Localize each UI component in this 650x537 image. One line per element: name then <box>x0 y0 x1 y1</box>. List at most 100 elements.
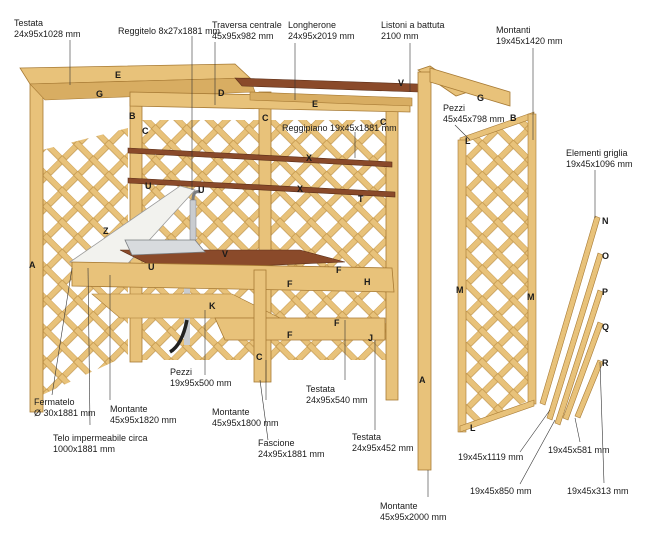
label-testata-452-dim: 24x95x452 mm <box>352 442 414 453</box>
label-montante-mid: Montante 45x95x1800 mm <box>212 407 279 428</box>
letter-r: R <box>602 358 609 368</box>
sink <box>124 239 206 256</box>
letter-m2: M <box>527 292 535 302</box>
label-pezzi-mid-name: Pezzi <box>170 367 193 377</box>
roof-batten-y <box>234 77 419 93</box>
letter-q: Q <box>602 322 609 332</box>
label-dim-850: 19x45x850 mm <box>470 486 532 497</box>
label-longherone: Longherone 24x95x2019 mm <box>288 20 355 41</box>
label-montante-left-name: Montante <box>110 404 148 414</box>
label-reggipiano: Reggipiano 19x45x1881 mm <box>282 123 397 134</box>
letter-b: B <box>129 111 136 121</box>
label-testata-540: Testata 24x95x540 mm <box>306 384 368 405</box>
label-dim-581: 19x45x581 mm <box>548 445 610 456</box>
label-telo: Telo impermeabile circa 1000x1881 mm <box>53 433 148 454</box>
letter-z: Z <box>103 226 109 236</box>
letter-k: K <box>209 301 216 311</box>
leader-lines <box>51 36 605 497</box>
label-testata-540-name: Testata <box>306 384 336 394</box>
letter-j: J <box>368 333 373 343</box>
label-reggitelo-text: Reggitelo 8x27x1881 mm <box>118 26 221 36</box>
post-front-a <box>29 81 44 413</box>
label-traversa-name: Traversa centrale <box>212 20 282 30</box>
label-montante-bottom-name: Montante <box>380 501 418 511</box>
letter-l1: L <box>465 136 471 146</box>
panel-lattice-fill <box>462 118 530 430</box>
label-fasciane: Fascione 24x95x1881 mm <box>258 438 325 459</box>
front-frame-u <box>71 261 395 293</box>
label-elementi-griglia-dim: 19x45x1096 mm <box>566 158 633 169</box>
slat-q <box>562 321 604 421</box>
letter-p: P <box>602 287 608 297</box>
label-montante-left: Montante 45x95x1820 mm <box>110 404 177 425</box>
letter-m1: M <box>456 285 464 295</box>
letter-g: G <box>96 89 103 99</box>
label-telo-name: Telo impermeabile circa <box>53 433 148 443</box>
letter-f4: F <box>287 330 293 340</box>
letter-v: V <box>222 249 228 259</box>
roof-longeron-e2 <box>249 91 413 107</box>
label-pezzi-top-name: Pezzi <box>443 103 466 113</box>
label-dim-581-text: 19x45x581 mm <box>548 445 610 455</box>
label-fasciane-name: Fascione <box>258 438 295 448</box>
letter-x1: X <box>306 153 312 163</box>
label-longherone-name: Longherone <box>288 20 337 30</box>
label-montanti-right-name: Montanti <box>496 25 531 35</box>
label-dim-313: 19x45x313 mm <box>567 486 629 497</box>
label-testata-540-dim: 24x95x540 mm <box>306 394 368 405</box>
letter-a1: A <box>29 260 36 270</box>
label-listoni-dim: 2100 mm <box>381 30 419 41</box>
label-reggitelo: Reggitelo 8x27x1881 mm <box>118 26 220 37</box>
label-pezzi-mid-dim: 19x95x500 mm <box>170 377 232 388</box>
post-front-c <box>253 269 267 383</box>
letter-s: T <box>358 194 364 204</box>
letter-a2: A <box>419 375 426 385</box>
label-montante-mid-name: Montante <box>212 407 250 417</box>
label-telo-dim: 1000x1881 mm <box>53 443 116 454</box>
part-letters: E G D E V B C C C X X U U T Z V U F H F … <box>29 70 609 433</box>
label-traversa-dim: 45x95x982 mm <box>212 30 274 41</box>
label-elementi-griglia: Elementi griglia 19x45x1096 mm <box>566 148 633 169</box>
letter-f1: F <box>336 265 342 275</box>
label-elementi-griglia-name: Elementi griglia <box>566 148 628 158</box>
letter-n: N <box>602 216 609 226</box>
letter-f2: F <box>287 279 293 289</box>
label-testata-top-dim: 24x95x1028 mm <box>14 28 81 39</box>
label-testata-452-name: Testata <box>352 432 382 442</box>
letter-t1: U <box>145 181 152 191</box>
letter-t2: U <box>198 185 205 195</box>
label-dim-850-text: 19x45x850 mm <box>470 486 532 496</box>
label-fermatelo: Fermatelo Ø 30x1881 mm <box>34 397 96 418</box>
lower-boards-f <box>214 317 386 341</box>
letter-c2: C <box>262 113 269 123</box>
label-dim-313-text: 19x45x313 mm <box>567 486 629 496</box>
label-montante-bottom: Montante 45x95x2000 mm <box>380 501 447 522</box>
panel-frame-m-right <box>527 113 537 405</box>
label-fermatelo-name: Fermatelo <box>34 397 75 407</box>
letter-u: U <box>148 262 155 272</box>
label-fermatelo-dim: Ø 30x1881 mm <box>34 407 96 418</box>
slat-p <box>554 289 604 426</box>
label-traversa: Traversa centrale 45x95x982 mm <box>212 20 282 41</box>
slat-r <box>574 359 604 419</box>
post-back-c2 <box>385 99 399 401</box>
label-dim-1119-text: 19x45x1119 mm <box>458 452 524 462</box>
lattice-panel-exploded <box>457 111 537 433</box>
letter-c3: C <box>380 117 387 127</box>
letter-g2: G <box>477 93 484 103</box>
letter-h: H <box>364 277 371 287</box>
label-testata-top: Testata 24x95x1028 mm <box>14 18 81 39</box>
beam-g-right <box>429 67 511 107</box>
shelf-x-upper <box>127 147 393 168</box>
main-structure <box>19 63 419 413</box>
letter-f3: F <box>334 318 340 328</box>
letter-e: E <box>115 70 121 80</box>
label-montante-bottom-dim: 45x95x2000 mm <box>380 511 447 522</box>
label-testata-452: Testata 24x95x452 mm <box>352 432 414 453</box>
label-montanti-right-dim: 19x45x1420 mm <box>496 35 563 46</box>
post-a-exploded <box>417 65 511 471</box>
post-a-shaft <box>417 71 432 471</box>
label-pezzi-top-dim: 45x45x798 mm <box>443 113 505 124</box>
letter-e2: E <box>312 99 318 109</box>
